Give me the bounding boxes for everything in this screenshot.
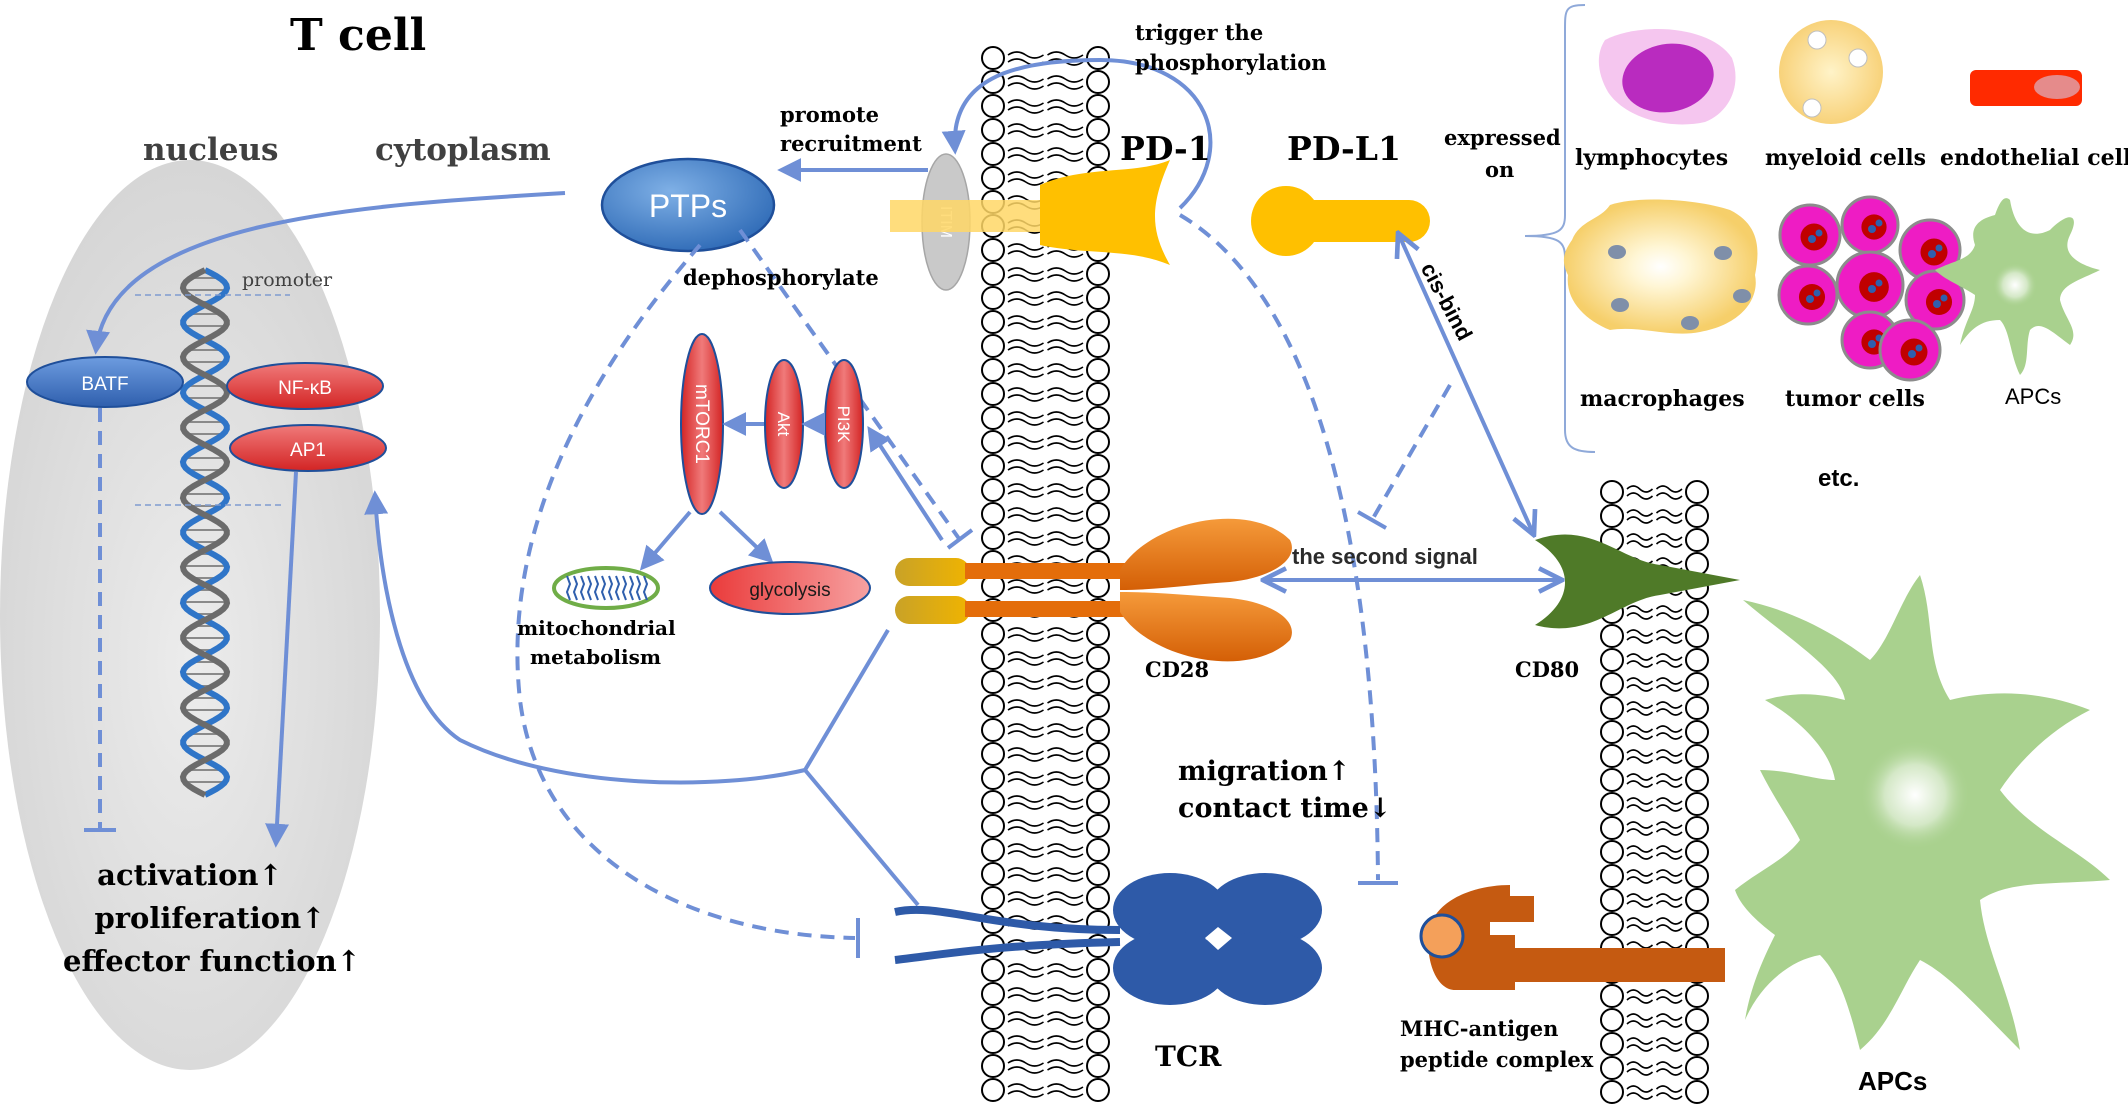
signal-to-nucleus-arrow (364, 490, 806, 785)
akt-node: Akt (764, 359, 804, 489)
cd28-signal-line (803, 628, 890, 772)
ap1-node: AP1 (229, 424, 387, 472)
dephosphorylate-label: dephosphorylate (683, 265, 879, 290)
batf-label: BATF (81, 374, 128, 395)
expressed-label-2: on (1485, 157, 1514, 182)
lymphocyte-icon (1598, 29, 1736, 125)
endothelial-cell-icon (1970, 70, 2082, 106)
tcr-receptor (894, 873, 1322, 1005)
pi3k-label: PI3K (834, 406, 853, 444)
mtorc1-label: mTORC1 (691, 384, 712, 464)
mito-label-1: mitochondrial (517, 616, 676, 640)
apc-large-label: APCs (1858, 1066, 1927, 1096)
nucleus-title: nucleus (143, 132, 278, 168)
nfkb-node: NF-κB (226, 362, 384, 410)
myeloid-cells-label: myeloid cells (1765, 145, 1926, 171)
glycolysis-label: glycolysis (749, 580, 830, 601)
mitochondria-icon (552, 566, 660, 610)
diagram-title: T cell (290, 10, 426, 61)
akt-label: Akt (774, 412, 793, 437)
expression-bracket (1524, 4, 1596, 453)
mhc-complex (1419, 885, 1725, 990)
tumor-cells-icon (1777, 195, 1966, 382)
pdl1-label: PD-L1 (1287, 129, 1401, 168)
tumor-cells-label: tumor cells (1785, 386, 1925, 412)
pi3k-node: PI3K (824, 359, 864, 489)
endothelial-cells-label: endothelial cells (1940, 145, 2128, 171)
cis-bind-label: cis-bind (1416, 258, 1478, 344)
macrophage-icon (1563, 199, 1758, 334)
mhc-label-1: MHC-antigen (1400, 1016, 1558, 1041)
batf-node: BATF (26, 356, 184, 408)
mtorc1-to-glycolysis-arrow (718, 510, 774, 564)
promote-label-2: recruitment (780, 131, 922, 156)
cis-bind-arrow (1399, 235, 1533, 533)
mito-label-2: metabolism (530, 645, 661, 669)
glycolysis-node: glycolysis (709, 561, 871, 615)
apcs-small-label: APCs (2005, 384, 2061, 409)
nfkb-label: NF-κB (278, 378, 332, 399)
pdl1-to-cd28-dash (1370, 383, 1452, 522)
ptps-node: PTPs (600, 157, 776, 253)
cd28-receptor (895, 518, 1292, 662)
mtorc1-to-mito-arrow (639, 510, 692, 571)
contact-time-label: contact time↓ (1178, 793, 1391, 824)
expressed-label-1: expressed (1444, 125, 1561, 150)
cytoplasm-title: cytoplasm (375, 132, 551, 168)
myeloid-cell-icon (1779, 20, 1883, 124)
ap1-activation-arrow (265, 471, 298, 848)
dna-helix (179, 267, 231, 798)
pd1-label: PD-1 (1120, 129, 1211, 168)
ptps-to-batf-arrow (86, 191, 566, 355)
promote-label-1: promote (780, 102, 879, 127)
pd1-to-mhc-dash (1178, 213, 1380, 881)
mhc-label-2: peptide complex (1400, 1047, 1594, 1072)
trigger-label-2: phosphorylation (1135, 50, 1327, 75)
lymphocytes-label: lymphocytes (1575, 145, 1728, 171)
ap1-label: AP1 (290, 440, 326, 461)
cd80-ligand (1535, 534, 1740, 629)
cd28-to-pi3k-arrow (867, 425, 944, 542)
pd1-receptor (890, 160, 1170, 265)
ptps-label: PTPs (649, 188, 727, 224)
tcr-signal-line (803, 768, 920, 907)
outcome-proliferation: proliferation↑ (94, 901, 325, 935)
pdl1-ligand (1251, 186, 1430, 256)
tcr-label: TCR (1155, 1040, 1222, 1073)
apc-cell-large (1735, 575, 2110, 1050)
outcome-activation: activation↑ (97, 858, 283, 892)
second-signal-label: the second signal (1292, 544, 1478, 569)
mtorc1-node: mTORC1 (680, 333, 724, 515)
etc-label: etc. (1818, 465, 1859, 492)
macrophages-label: macrophages (1580, 386, 1745, 412)
trigger-label-1: trigger the (1135, 20, 1263, 45)
apc-cell-small-icon (1935, 198, 2100, 375)
migration-label: migration↑ (1178, 756, 1350, 787)
outcome-effector-function: effector function↑ (63, 944, 361, 978)
trigger-phosphorylation-arrow (941, 57, 1213, 210)
promoter-label: promoter (242, 269, 333, 291)
cd28-label: CD28 (1145, 657, 1209, 682)
cd80-label: CD80 (1515, 657, 1579, 682)
